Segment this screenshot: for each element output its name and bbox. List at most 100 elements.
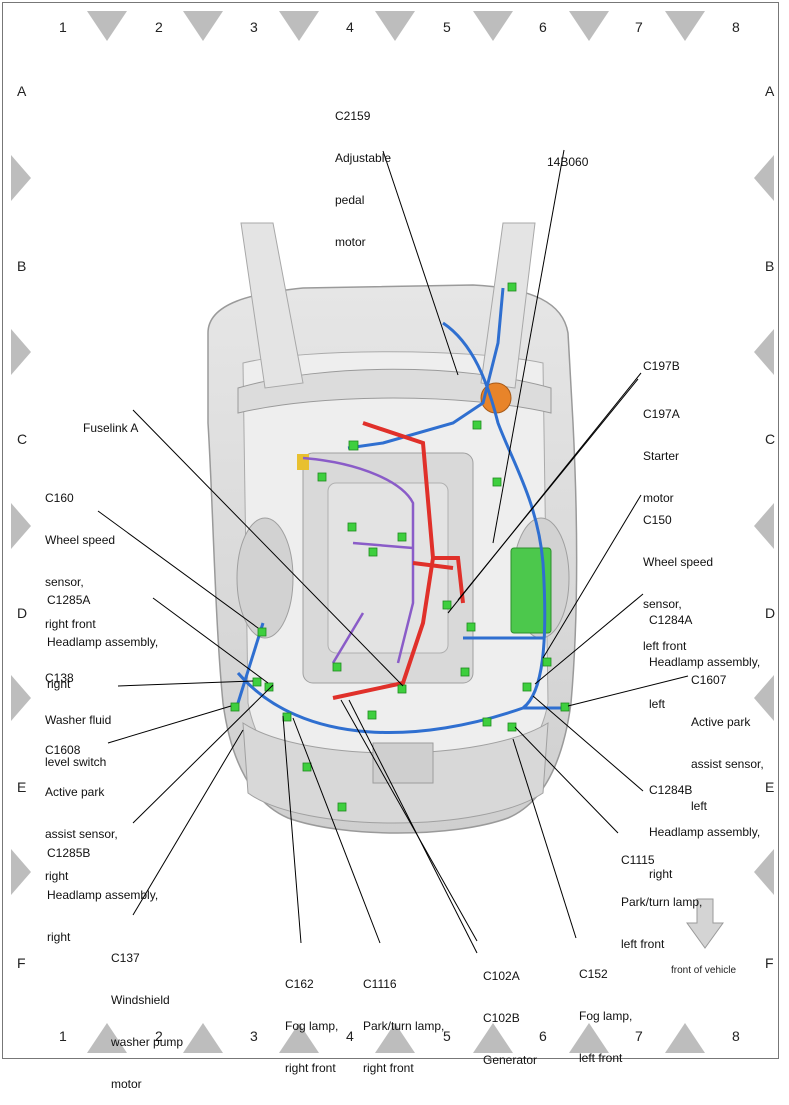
col-label-5-top: 5 — [443, 19, 451, 35]
callout-desc-line: Generator — [483, 1053, 538, 1067]
callout-c1608: C1608 Active park assist sensor, right — [45, 715, 118, 897]
callout-desc-line: pedal — [335, 193, 365, 207]
callout-c1284a: C1284A Headlamp assembly, left — [649, 585, 760, 725]
callout-c160: C160 Wheel speed sensor, right front — [45, 463, 115, 645]
callout-desc-line: right — [47, 930, 71, 944]
row-label-d-right: D — [765, 605, 776, 621]
callout-desc-line: level switch — [45, 755, 107, 769]
right-tick-markers — [754, 155, 774, 895]
row-label-c-left: C — [17, 431, 28, 447]
diagram-frame: 1 2 3 4 5 6 7 8 1 2 3 4 5 6 7 8 A B C D … — [2, 2, 779, 1091]
top-tick-markers — [87, 11, 705, 41]
callout-desc-line: right — [47, 677, 71, 691]
callout-desc-line: Starter — [643, 449, 680, 463]
callout-code: C1284A — [649, 613, 693, 627]
col-label-1-top: 1 — [59, 19, 67, 35]
callout-code: C1116 — [363, 977, 397, 991]
callout-code: C160 — [45, 491, 74, 505]
row-label-f-left: F — [17, 955, 26, 971]
col-label-8-bottom: 8 — [732, 1028, 740, 1044]
callout-desc-line: Headlamp assembly, — [649, 825, 761, 839]
col-label-7-top: 7 — [635, 19, 643, 35]
callout-c102: C102A C102B Generator — [483, 941, 537, 1081]
callout-c2159: C2159 Adjustable pedal motor — [335, 81, 391, 263]
callout-c1607: C1607 Active park assist sensor, left — [691, 645, 764, 827]
callout-code: C1607 — [691, 673, 727, 687]
row-label-a-right: A — [765, 83, 775, 99]
callout-code: C1115 — [621, 853, 655, 867]
callout-code: C1284B — [649, 783, 693, 797]
callout-code: C197B — [643, 359, 680, 373]
callout-desc-line: Active park — [45, 785, 105, 799]
callout-code: C1285A — [47, 593, 91, 607]
front-arrow-icon — [686, 898, 724, 949]
col-label-2-top: 2 — [155, 19, 163, 35]
row-label-b-right: B — [765, 258, 775, 274]
col-label-6-top: 6 — [539, 19, 547, 35]
callout-desc-line: assist sensor, — [45, 827, 118, 841]
callout-desc-line: left — [649, 697, 666, 711]
callout-c1115: C1115 Park/turn lamp, left front — [621, 825, 702, 965]
callout-code: Fuselink A — [83, 421, 139, 435]
callout-desc-line: motor — [335, 235, 366, 249]
callout-desc-line: sensor, — [45, 575, 84, 589]
callout-c152: C152 Fog lamp, left front — [579, 939, 632, 1079]
callout-14b060: 14B060 — [547, 127, 588, 183]
col-label-3-top: 3 — [250, 19, 258, 35]
col-label-3-bottom: 3 — [250, 1028, 258, 1044]
callout-code: C1608 — [45, 743, 81, 757]
row-label-c-right: C — [765, 431, 776, 447]
col-label-1-bottom: 1 — [59, 1028, 67, 1044]
callout-desc-line: Washer fluid — [45, 713, 112, 727]
callout-desc-line: assist sensor, — [691, 757, 764, 771]
row-label-e-left: E — [17, 779, 27, 795]
callout-code: C102A — [483, 969, 520, 983]
col-label-4-top: 4 — [346, 19, 354, 35]
callout-c137: C137 Windshield washer pump motor — [111, 923, 183, 1105]
callout-desc-line: left — [691, 799, 708, 813]
callout-desc-line: Active park — [691, 715, 751, 729]
red-harness — [332, 421, 465, 700]
callout-c1116: C1116 Park/turn lamp, right front — [363, 949, 444, 1089]
callout-c138: C138 Washer fluid level switch — [45, 643, 111, 783]
callout-c1285b: C1285B Headlamp assembly, right — [47, 818, 158, 958]
left-tick-markers — [11, 155, 31, 895]
callout-desc-line: Adjustable — [335, 151, 392, 165]
callout-desc-line: Headlamp assembly, — [47, 635, 159, 649]
callout-desc-line: Headlamp assembly, — [649, 655, 761, 669]
callout-code: C1285B — [47, 846, 91, 860]
callout-desc-line: left front — [643, 639, 687, 653]
callout-desc-line: washer pump — [111, 1035, 184, 1049]
row-label-b-left: B — [17, 258, 27, 274]
callout-c197: C197B C197A Starter motor — [643, 331, 680, 519]
callout-desc-line: right front — [363, 1061, 414, 1075]
callout-desc-line: C197A — [643, 407, 680, 421]
callout-desc-line: Fog lamp, — [579, 1009, 633, 1023]
callout-desc-line: Windshield — [111, 993, 170, 1007]
callout-desc-line: Wheel speed — [45, 533, 116, 547]
callout-desc-line: Wheel speed — [643, 555, 714, 569]
col-label-7-bottom: 7 — [635, 1028, 643, 1044]
col-label-5-bottom: 5 — [443, 1028, 451, 1044]
callout-desc-line: Park/turn lamp, — [621, 895, 703, 909]
callout-c1285a: C1285A Headlamp assembly, right — [47, 565, 158, 705]
col-label-6-bottom: 6 — [539, 1028, 547, 1044]
col-label-4-bottom: 4 — [346, 1028, 354, 1044]
callout-code: C152 — [579, 967, 608, 981]
callout-c150: C150 Wheel speed sensor, left front — [643, 485, 713, 667]
callout-desc-line: Fog lamp, — [285, 1019, 339, 1033]
col-label-8-top: 8 — [732, 19, 740, 35]
callout-desc-line: right — [45, 869, 69, 883]
vehicle-body — [207, 222, 578, 834]
callout-code: C138 — [45, 671, 74, 685]
callout-desc-line: left front — [621, 937, 665, 951]
callout-code: C2159 — [335, 109, 371, 123]
callout-desc-line: left front — [579, 1051, 623, 1065]
callout-desc-line: sensor, — [643, 597, 682, 611]
callout-desc-line: C102B — [483, 1011, 520, 1025]
engine-bay-illustration — [11, 11, 774, 1053]
col-label-2-bottom: 2 — [155, 1028, 163, 1044]
callout-desc-line: Headlamp assembly, — [47, 888, 159, 902]
purple-harness — [302, 456, 415, 664]
bottom-tick-markers — [87, 1023, 705, 1053]
